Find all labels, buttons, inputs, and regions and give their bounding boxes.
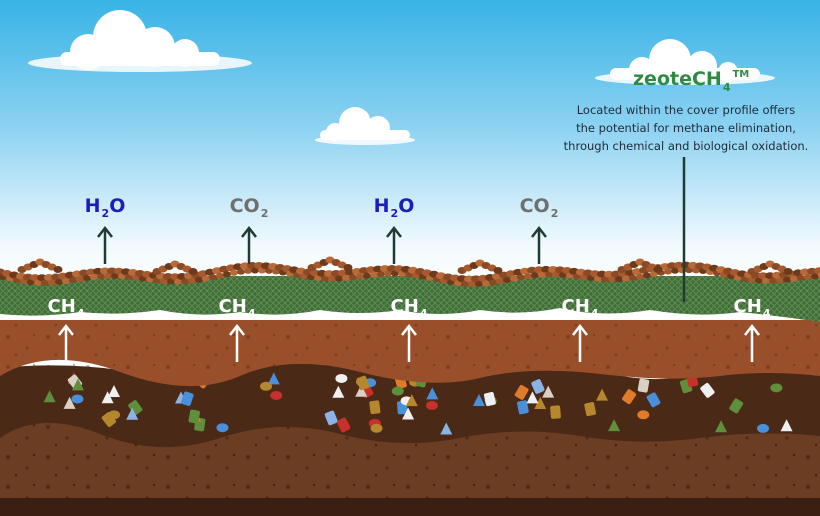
zeolite-cover-layer [0,276,820,322]
waste-item [531,379,545,394]
waste-item [188,409,200,424]
waste-item [63,396,76,409]
waste-item [402,407,415,420]
ch4-label: CH4 [218,296,256,320]
description-line: the potential for methane elimination, [576,121,796,135]
waste-item [542,385,555,398]
waste-item [181,391,194,406]
waste-item [216,423,229,433]
waste-item [608,419,621,432]
ch4-label: CH4 [390,296,428,320]
waste-item [43,390,56,403]
up-arrow-icon [531,225,547,264]
methane-up-arrow-icon [401,323,417,362]
waste-item [517,400,529,415]
waste-item [355,384,368,397]
up-arrow-icon [97,225,113,264]
waste-item [780,419,793,432]
waste-item [107,385,120,398]
waste-item [514,384,529,400]
waste-item [534,396,547,409]
waste-item [101,391,114,404]
waste-item [391,386,404,396]
h2o-label: H2O [84,195,126,220]
cloud [28,10,252,72]
waste-item [700,382,715,398]
methane-up-arrow-icon [58,323,74,362]
co2-label: CO2 [519,195,559,220]
waste-item [526,391,539,404]
waste-item [336,417,351,433]
product-description: Located within the cover profile offers … [556,101,816,155]
waste-item [128,400,143,415]
brand-name: zeoteCH4TM [633,68,750,94]
waste-item [267,372,280,385]
waste-item [715,420,728,433]
waste-item [757,423,770,433]
waste-item [550,405,561,419]
waste-item [584,402,597,417]
waste-item [770,383,783,393]
waste-item [729,398,744,414]
waste-item [270,390,283,400]
waste-item [356,375,370,391]
waste-item [405,394,418,407]
methane-up-arrow-icon [572,323,588,362]
cloud [595,39,775,85]
waste-item [596,388,609,401]
description-line: Located within the cover profile offers [576,103,796,117]
waste-item [425,400,438,410]
waste-item [335,373,348,383]
waste-item [637,378,650,393]
waste-item [324,410,338,426]
up-arrow-icon [241,225,257,264]
waste-item [472,393,485,406]
ch4-label: CH4 [733,296,771,320]
waste-item [101,412,117,428]
description-line: through chemical and biological oxidatio… [563,139,809,153]
waste-item [370,423,383,433]
waste-item [72,378,85,391]
ch4-label: CH4 [561,296,599,320]
waste-item [646,392,661,408]
waste-item [126,407,139,420]
waste-item [440,422,453,435]
up-arrow-icon [386,225,402,264]
waste-item [332,385,345,398]
waste-item [71,394,84,404]
h2o-label: H2O [373,195,415,220]
waste-item [637,410,650,420]
waste-item [108,410,121,420]
waste-item [622,389,637,405]
waste-item [260,381,273,391]
cloud [315,107,415,145]
waste-item [369,400,381,415]
waste-item [426,387,439,400]
ch4-label: CH4 [47,296,85,320]
methane-up-arrow-icon [744,323,760,362]
bedrock-strip [0,498,820,516]
methane-up-arrow-icon [229,323,245,362]
co2-label: CO2 [229,195,269,220]
waste-item [483,392,496,407]
pebble-topsoil [0,256,820,287]
